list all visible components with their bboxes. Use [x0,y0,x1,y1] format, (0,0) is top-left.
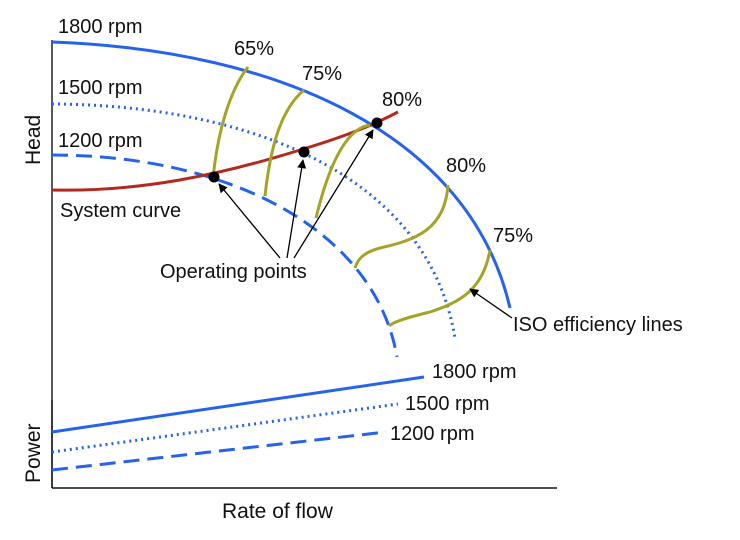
power-label-1200: 1200 rpm [390,423,475,445]
iso-arrow [469,288,513,319]
iso-line-80 [353,184,450,269]
head-label-1800: 1800 rpm [58,16,143,38]
power-axis-title: Power [22,423,45,483]
iso-line-65 [211,66,250,179]
operating-point-1800 [371,117,383,129]
head-label-1200: 1200 rpm [58,130,143,152]
power-line-1200 [51,430,387,472]
head-axis-title: Head [22,115,45,165]
power-label-1800: 1800 rpm [432,361,517,383]
operating-point-1500 [298,146,310,158]
head-curve-1800 [51,40,512,309]
efficiency-label-80-top: 80% [382,89,422,111]
efficiency-label-65: 65% [234,38,274,60]
operating-point-1200 [208,171,220,183]
efficiency-label-80-right: 80% [446,155,486,177]
efficiency-label-75-top: 75% [302,63,342,85]
iso-line-75-right [387,249,492,328]
power-label-1500: 1500 rpm [405,393,490,415]
iso-efficiency-label: ISO efficiency lines [513,314,683,336]
operating-points-label: Operating points [160,261,307,283]
iso-line-75-mid [314,123,371,219]
head-curve-1200 [51,153,399,358]
iso-line-75-left [263,88,305,197]
head-label-1500: 1500 rpm [58,77,143,99]
system-curve-label: System curve [60,200,181,222]
operating-arrow-1 [218,183,281,259]
x-axis-title: Rate of flow [222,500,334,523]
operating-arrow-3 [293,129,374,259]
power-line-1800 [51,375,425,434]
efficiency-label-75-right: 75% [493,225,533,247]
power-line-1500 [51,402,399,454]
operating-arrow-2 [286,159,307,259]
